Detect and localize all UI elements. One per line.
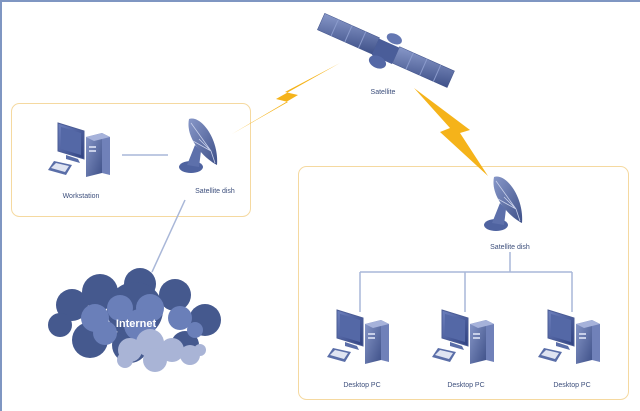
desktop-pc-label: Desktop PC [553, 382, 590, 389]
internet-cloud-icon [48, 268, 221, 372]
satellite-dish-label: Satellite dish [490, 244, 530, 251]
link-dish-internet [151, 199, 186, 273]
right-group-box [298, 166, 629, 400]
desktop-pc-icon [537, 309, 601, 365]
satellite-icon [317, 12, 455, 88]
satellite-dish-label: Satellite dish [195, 188, 235, 195]
wireless-link-bolt [414, 88, 488, 176]
satellite-label: Satellite [371, 89, 396, 96]
desktop-pc-label: Desktop PC [343, 382, 380, 389]
left-group-box [11, 103, 251, 217]
internet-label: Internet [116, 318, 157, 330]
desktop-pc-icon [326, 309, 390, 365]
desktop-pc-icon [431, 309, 495, 365]
satellite-dish-icon [483, 176, 523, 232]
workstation-icon [47, 122, 111, 178]
lan-tree [359, 252, 573, 312]
desktop-pc-label: Desktop PC [447, 382, 484, 389]
wireless-link-bolt [232, 63, 340, 134]
workstation-label: Workstation [63, 193, 100, 200]
satellite-dish-icon [178, 118, 218, 174]
